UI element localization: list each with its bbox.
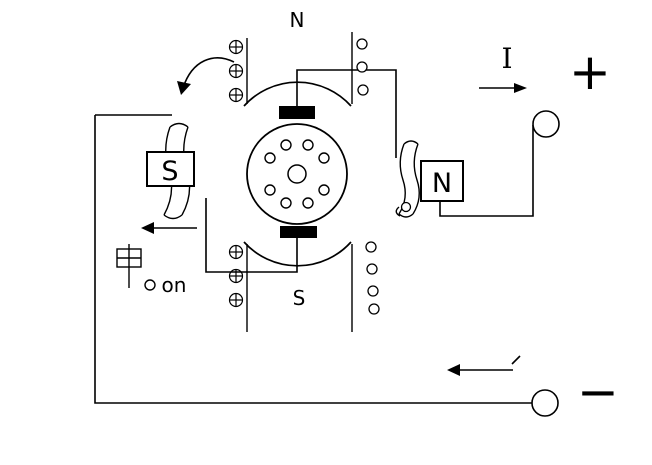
current-out-of-page-marker bbox=[356, 38, 368, 50]
current-out-of-page-marker bbox=[365, 241, 377, 253]
label-annotation: on bbox=[162, 273, 187, 297]
right-magnet-label: N bbox=[432, 168, 452, 199]
wire-bottom-brush bbox=[205, 198, 298, 273]
armature-conductor bbox=[318, 184, 330, 196]
current-into-page-marker bbox=[228, 268, 244, 284]
rotor bbox=[246, 106, 348, 238]
terminal-positive bbox=[532, 110, 560, 138]
out-of-page-markers-top bbox=[356, 38, 369, 96]
label-top-pole: N bbox=[290, 8, 305, 32]
commutator-brush-top bbox=[279, 106, 315, 119]
arrows bbox=[141, 57, 527, 376]
annotation-dot bbox=[144, 279, 156, 291]
current-arrow-bottom-head bbox=[447, 364, 460, 376]
armature-conductor bbox=[302, 197, 314, 209]
label-negative: − bbox=[577, 363, 619, 421]
wire-right-to-positive bbox=[439, 125, 534, 217]
armature-conductor bbox=[264, 184, 276, 196]
left-magnet-box bbox=[146, 151, 195, 187]
right-magnet-box bbox=[420, 160, 464, 202]
force-arrow-left-head bbox=[141, 222, 154, 234]
current-arrow-top-head bbox=[514, 83, 527, 93]
label-positive: + bbox=[569, 43, 611, 101]
left-magnet: S bbox=[146, 122, 195, 220]
current-out-of-page-marker bbox=[367, 285, 379, 297]
rotor-shaft bbox=[287, 164, 307, 184]
wire-top-brush bbox=[296, 69, 397, 158]
wire-left-and-bottom bbox=[94, 115, 532, 404]
current-into-page-marker bbox=[228, 39, 244, 55]
current-arrow-bottom-tick bbox=[511, 355, 521, 365]
current-into-page-marker bbox=[228, 292, 244, 308]
annotation-symbol bbox=[116, 244, 156, 291]
current-into-page-marker bbox=[228, 63, 244, 79]
commutator-brush-bottom bbox=[280, 226, 317, 238]
current-into-page-marker bbox=[228, 244, 244, 260]
current-out-of-page-marker bbox=[366, 263, 378, 275]
left-magnet-label: S bbox=[161, 156, 178, 187]
current-into-page-marker bbox=[228, 87, 244, 103]
armature-conductor bbox=[302, 139, 314, 151]
rotation-arrow-shaft bbox=[182, 57, 235, 89]
into-page-markers-bottom bbox=[228, 244, 244, 308]
pole-arc-top bbox=[243, 81, 352, 107]
circuit-wires bbox=[94, 69, 534, 404]
armature-conductor bbox=[280, 139, 292, 151]
armature-conductor bbox=[264, 152, 276, 164]
label-current: I bbox=[501, 42, 512, 75]
brush-contact-dot bbox=[400, 201, 412, 213]
field-coil-lines bbox=[246, 32, 353, 332]
brush-hook bbox=[395, 206, 401, 217]
current-out-of-page-marker bbox=[368, 303, 380, 315]
armature-conductor bbox=[318, 152, 330, 164]
label-bottom-pole: S bbox=[293, 286, 306, 310]
current-out-of-page-marker bbox=[356, 61, 368, 73]
armature-conductor bbox=[280, 197, 292, 209]
out-of-page-markers-bottom bbox=[365, 241, 380, 315]
current-out-of-page-marker bbox=[357, 84, 369, 96]
pole-arc-bottom bbox=[243, 241, 352, 267]
into-page-markers-top bbox=[228, 39, 244, 103]
armature-conductors bbox=[264, 139, 330, 209]
right-magnet: N bbox=[395, 140, 464, 218]
rotation-arrow-head bbox=[177, 81, 191, 95]
terminal-negative bbox=[531, 389, 559, 417]
